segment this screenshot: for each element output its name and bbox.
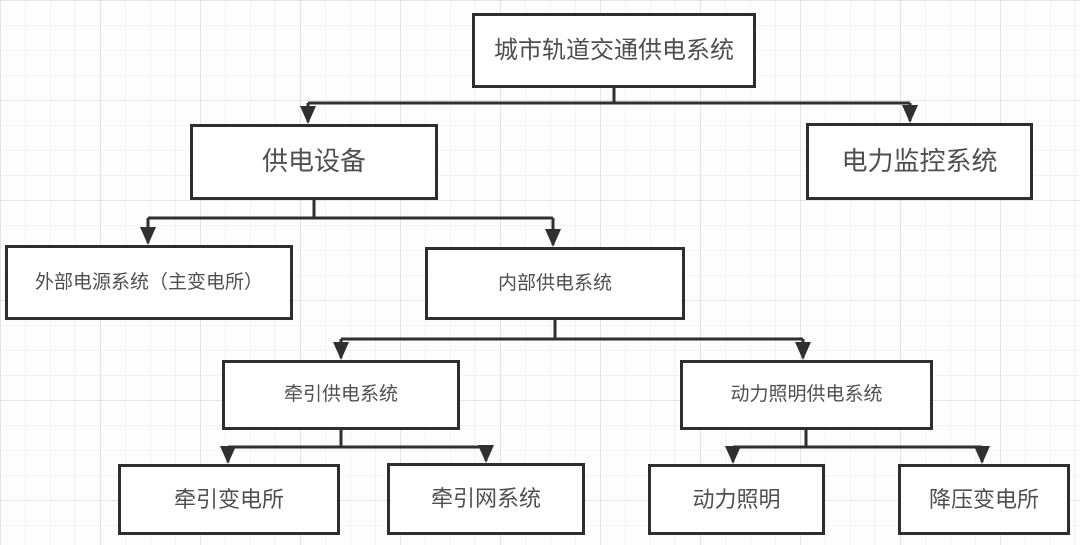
node-label: 电力监控系统 — [841, 145, 998, 176]
node-traction-power-system: 牵引供电系统 — [222, 360, 460, 430]
node-label: 牵引供电系统 — [283, 384, 398, 406]
node-label: 牵引变电所 — [173, 486, 284, 512]
edge-root-to-level2 — [300, 88, 918, 124]
node-traction-substation: 牵引变电所 — [118, 464, 340, 535]
node-label: 内部供电系统 — [497, 272, 612, 294]
node-external-power-system: 外部电源系统（主变电所） — [5, 245, 293, 320]
edge-traction-to-level5 — [220, 430, 494, 464]
edge-internal-to-level4 — [333, 320, 811, 360]
node-power-supply-equipment: 供电设备 — [190, 124, 438, 200]
node-power-lighting: 动力照明 — [648, 464, 825, 535]
node-internal-power-system: 内部供电系统 — [425, 247, 685, 320]
node-power-lighting-system: 动力照明供电系统 — [680, 360, 933, 430]
node-label: 降压变电所 — [928, 486, 1039, 512]
node-label: 动力照明供电系统 — [730, 384, 883, 406]
node-label: 动力照明 — [692, 486, 781, 512]
node-label: 牵引网系统 — [430, 486, 541, 512]
edge-lighting-to-level5 — [725, 430, 990, 464]
node-label: 供电设备 — [261, 146, 366, 177]
node-label: 外部电源系统（主变电所） — [34, 271, 263, 293]
node-power-monitoring-system: 电力监控系统 — [806, 123, 1033, 200]
edge-equipment-to-level3 — [140, 200, 561, 247]
node-label: 城市轨道交通供电系统 — [494, 36, 734, 64]
node-traction-network-system: 牵引网系统 — [387, 463, 585, 535]
node-urban-rail-power-system: 城市轨道交通供电系统 — [472, 13, 756, 88]
node-step-down-substation: 降压变电所 — [898, 464, 1070, 535]
